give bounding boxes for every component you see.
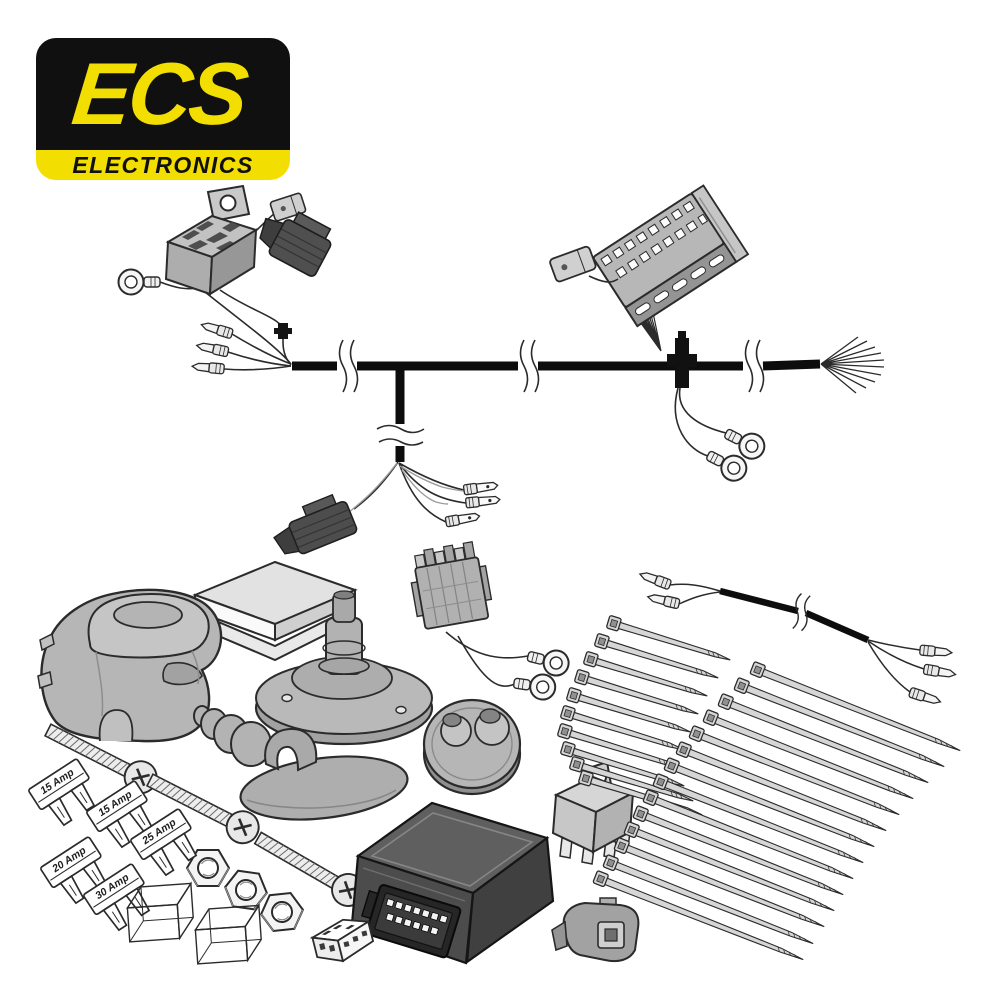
branch-wires-twisted <box>347 462 465 514</box>
main-wiring-harness <box>292 336 885 462</box>
ring-terminal <box>523 642 573 680</box>
cable-tie <box>605 614 734 666</box>
dark-connector <box>259 211 332 277</box>
fuse-holder-wires <box>445 631 529 687</box>
bare-wire-ends <box>820 336 885 394</box>
towbar-socket-housing <box>37 588 223 743</box>
small-plug-connector <box>269 192 307 222</box>
control-module <box>350 801 555 965</box>
ecs-logo-band: ELECTRONICS <box>36 150 290 180</box>
spade-terminal <box>464 493 501 509</box>
hex-nut <box>221 868 271 912</box>
ecs-logo: ECS ELECTRONICS <box>36 38 290 180</box>
bullet-terminal <box>195 339 230 358</box>
socket-mounting-grommet <box>254 590 434 746</box>
cable-tie <box>613 836 828 933</box>
vehicle-connector-block <box>592 184 750 328</box>
ecs-logo-mark: ECS <box>36 38 290 150</box>
branch-wires <box>353 461 467 523</box>
ring-drop-wires <box>674 387 727 457</box>
ring-terminal <box>117 268 161 296</box>
spade-terminal <box>444 510 482 528</box>
ecs-logo-subtitle: ELECTRONICS <box>72 151 254 178</box>
bullet-terminal <box>191 360 226 375</box>
cable-ties-long <box>592 660 964 966</box>
vehicle-connector-block-assembly <box>549 184 770 486</box>
bullet-terminal <box>646 591 681 610</box>
cable-clip <box>274 323 292 339</box>
plug-contacts <box>321 924 355 936</box>
harness-clip <box>667 331 697 388</box>
block-pin-holes <box>600 200 709 279</box>
module-connector-socket <box>360 883 462 959</box>
aux-wires <box>669 583 925 693</box>
blade-fuses: 15 Amp 15 Amp 20 Amp 25 Amp 30 Amp <box>27 757 207 937</box>
connector-housing <box>551 897 640 963</box>
auxiliary-power-cable <box>637 568 958 708</box>
bullet-terminal <box>199 319 235 340</box>
aux-break-mark <box>792 593 811 632</box>
cable-tie <box>593 632 722 684</box>
module-connector-pins <box>385 898 449 936</box>
bullet-terminal <box>918 644 953 659</box>
bullet-terminal <box>907 686 943 708</box>
conical-rubber-grommet <box>193 705 409 821</box>
twin-hole-grommet <box>422 698 522 796</box>
harness-cable <box>292 359 821 371</box>
three-pin-plug <box>309 918 375 963</box>
relay-prewired <box>164 184 259 296</box>
small-connector <box>549 245 597 283</box>
cable-break-marks <box>338 339 765 446</box>
branch-dark-connector <box>273 493 358 555</box>
plug-side-contacts <box>319 930 368 952</box>
block-lead-wire <box>588 275 619 283</box>
fuse-holder <box>410 541 493 630</box>
branch-assembly <box>273 461 501 555</box>
bullet-terminal <box>922 663 958 681</box>
ring-terminal <box>511 669 558 703</box>
hex-nut <box>258 890 306 934</box>
aux-cable <box>719 587 870 643</box>
fuse-cover <box>193 904 264 965</box>
spade-terminal <box>462 479 500 496</box>
relay-top-pattern <box>182 221 240 252</box>
bullet-terminal <box>637 568 673 591</box>
fuse-holder-assembly <box>410 541 573 703</box>
pre-wired-relay-assembly <box>117 184 332 375</box>
block-front-slots <box>635 254 725 316</box>
